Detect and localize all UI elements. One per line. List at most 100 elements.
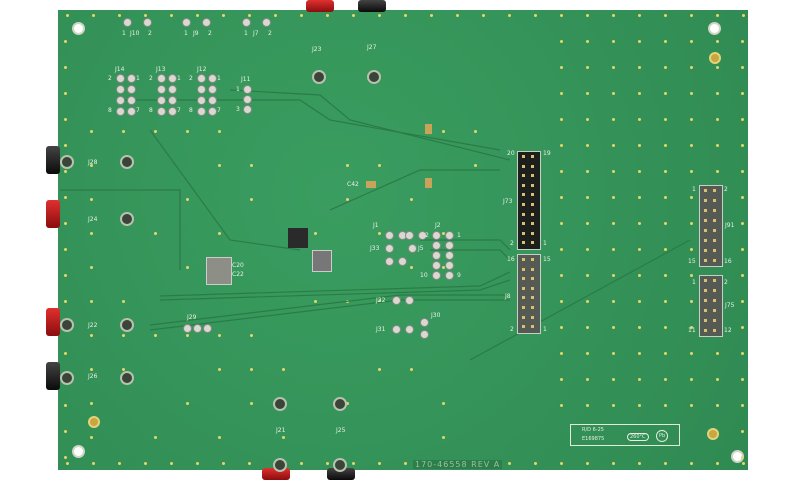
pin-label: 15	[543, 256, 551, 263]
via	[638, 118, 641, 121]
via	[410, 266, 413, 269]
via	[586, 92, 589, 95]
via	[741, 274, 744, 277]
header-pin	[432, 271, 441, 280]
header-pin	[203, 324, 212, 333]
label-j8: J8	[505, 293, 511, 300]
pin	[522, 277, 525, 281]
label-c22: C22	[232, 271, 244, 278]
via	[410, 198, 413, 201]
via	[64, 196, 67, 199]
via	[456, 14, 459, 17]
pin	[522, 174, 525, 178]
header-j75[interactable]	[699, 275, 723, 337]
via	[638, 378, 641, 381]
via	[90, 198, 93, 201]
via	[741, 248, 744, 251]
label-j2: J2	[435, 222, 441, 229]
via	[664, 300, 667, 303]
via	[186, 198, 189, 201]
label-c42: C42	[347, 181, 359, 188]
header-j8[interactable]	[517, 254, 541, 334]
header-pin	[243, 105, 252, 114]
pin	[522, 325, 525, 329]
via	[154, 436, 157, 439]
via	[638, 352, 641, 355]
pin	[531, 164, 534, 168]
via	[154, 130, 157, 133]
header-pin	[143, 18, 152, 27]
via	[690, 274, 693, 277]
via	[586, 14, 589, 17]
via	[560, 66, 563, 69]
banana-jack-j22[interactable]	[46, 308, 60, 336]
pin	[704, 319, 707, 322]
pin	[713, 199, 716, 202]
pin	[713, 219, 716, 222]
via	[508, 462, 511, 465]
via	[170, 14, 173, 17]
pin-label: 1	[122, 30, 126, 37]
via	[716, 118, 719, 121]
jack-post	[60, 318, 74, 332]
banana-jack-j26[interactable]	[46, 362, 60, 390]
via	[560, 274, 563, 277]
via	[352, 462, 355, 465]
pin	[531, 212, 534, 216]
header-pin	[197, 74, 206, 83]
pin-label: 2	[148, 30, 152, 37]
label-j9: J9	[193, 30, 199, 37]
mounting-hole	[708, 22, 721, 35]
capacitor	[425, 124, 432, 134]
ul-text: R/D 6-25	[582, 427, 604, 433]
via	[690, 300, 693, 303]
header-j91[interactable]	[699, 185, 723, 267]
header-pin	[418, 231, 427, 240]
banana-jack-j24[interactable]	[46, 200, 60, 228]
banana-jack-j27[interactable]	[358, 0, 386, 12]
via	[404, 462, 407, 465]
label-j32: J32	[376, 297, 386, 304]
pin-label: 1	[177, 75, 181, 82]
via	[716, 66, 719, 69]
pin	[522, 193, 525, 197]
via	[482, 14, 485, 17]
via	[186, 334, 189, 337]
via	[690, 14, 693, 17]
jack-post	[333, 397, 347, 411]
via	[560, 170, 563, 173]
via	[474, 130, 477, 133]
via	[612, 14, 615, 17]
capacitor-c42	[366, 181, 376, 188]
via	[664, 462, 667, 465]
banana-jack-j25[interactable]	[327, 468, 355, 480]
via	[90, 436, 93, 439]
header-pin	[408, 244, 417, 253]
header-pin	[157, 85, 166, 94]
via	[741, 222, 744, 225]
pin-label: 8	[189, 107, 193, 114]
pin	[704, 189, 707, 192]
via	[534, 14, 537, 17]
banana-jack-j23[interactable]	[306, 0, 334, 12]
via	[346, 164, 349, 167]
via	[218, 334, 221, 337]
via	[64, 66, 67, 69]
header-j73[interactable]	[517, 151, 541, 250]
via	[638, 170, 641, 173]
via	[638, 248, 641, 251]
capacitor	[425, 178, 432, 188]
via	[560, 326, 563, 329]
header-pin	[197, 96, 206, 105]
pin	[522, 296, 525, 300]
ul-marking-box	[570, 424, 680, 446]
via	[218, 232, 221, 235]
via	[586, 118, 589, 121]
via	[612, 222, 615, 225]
banana-jack-j28[interactable]	[46, 146, 60, 174]
via	[66, 14, 69, 17]
header-pin	[405, 325, 414, 334]
label-j11: J11	[241, 76, 251, 83]
pb-free-mark: Pb	[656, 430, 669, 442]
